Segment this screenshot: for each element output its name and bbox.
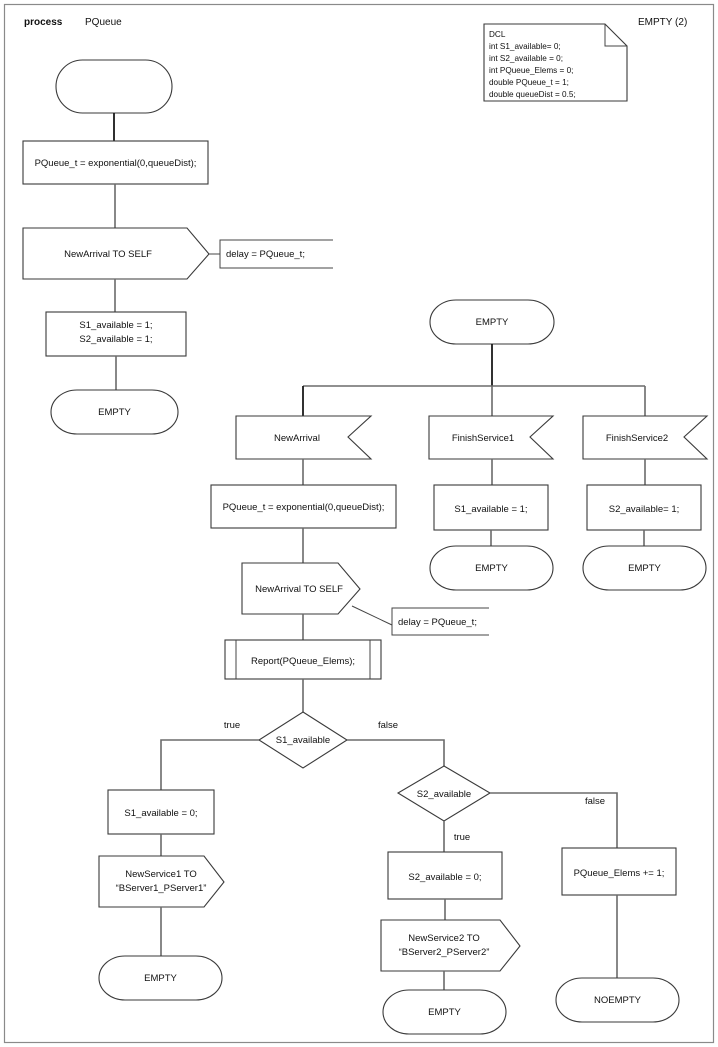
diagram-frame bbox=[3, 3, 715, 1044]
procedure-report-label: Report(PQueue_Elems); bbox=[251, 656, 355, 667]
output-newarrival-self-1: NewArrival TO SELF bbox=[22, 227, 210, 280]
input-finishservice2-label: FinishService2 bbox=[606, 433, 668, 444]
declaration-line-2: int S2_available = 0; bbox=[489, 54, 563, 63]
output-newservice1-line2: “BServer1_PServer1” bbox=[116, 883, 207, 894]
page-header-keyword: process bbox=[24, 17, 63, 28]
task-init-pqueue-t-label: PQueue_t = exponential(0,queueDist); bbox=[35, 158, 197, 169]
input-newarrival-label: NewArrival bbox=[274, 433, 320, 444]
task-init-pqueue-t: PQueue_t = exponential(0,queueDist); bbox=[22, 140, 209, 185]
state-empty-fs1: EMPTY bbox=[429, 545, 554, 591]
branch-label-s1-true: true bbox=[224, 720, 240, 731]
connector-s1-true bbox=[160, 739, 259, 790]
state-empty-main-label: EMPTY bbox=[476, 317, 509, 328]
comment-delay-2-label: delay = PQueue_t; bbox=[398, 617, 477, 628]
task-s1-zero-label: S1_available = 0; bbox=[124, 808, 197, 819]
task-s1-zero: S1_available = 0; bbox=[107, 789, 215, 835]
comment-delay-1: delay = PQueue_t; bbox=[219, 239, 333, 269]
connector-s2-false bbox=[490, 792, 618, 848]
state-empty-s1: EMPTY bbox=[98, 955, 223, 1001]
declaration-title: DCL bbox=[489, 30, 506, 39]
decision-s1-available: S1_available bbox=[257, 711, 349, 769]
input-finishservice2: FinishService2 bbox=[582, 415, 709, 460]
input-finishservice1-label: FinishService1 bbox=[452, 433, 514, 444]
state-empty-s2: EMPTY bbox=[382, 989, 507, 1035]
branch-label-s1-false: false bbox=[378, 720, 398, 731]
declaration-line-4: double PQueue_t = 1; bbox=[489, 78, 569, 87]
task-s1-avail-1-label: S1_available = 1; bbox=[454, 504, 527, 515]
branch-label-s2-true: true bbox=[454, 832, 470, 843]
comment-delay-2: delay = PQueue_t; bbox=[391, 607, 489, 636]
task-init-available-line1: S1_available = 1; bbox=[79, 320, 152, 331]
start-state bbox=[55, 59, 173, 114]
state-empty-fs2: EMPTY bbox=[582, 545, 707, 591]
state-empty-fs1-label: EMPTY bbox=[475, 563, 508, 574]
declaration-line-1: int S1_available= 0; bbox=[489, 42, 561, 51]
procedure-report: Report(PQueue_Elems); bbox=[224, 639, 382, 680]
state-noempty: NOEMPTY bbox=[555, 977, 680, 1023]
output-newservice2: NewService2 TO “BServer2_PServer2” bbox=[380, 919, 521, 972]
task-pqueue-elems-inc: PQueue_Elems += 1; bbox=[561, 847, 677, 896]
decision-s2-available-label: S2_available bbox=[417, 789, 471, 800]
input-newarrival: NewArrival bbox=[235, 415, 373, 460]
state-empty-init: EMPTY bbox=[50, 389, 179, 435]
output-newservice1: NewService1 TO “BServer1_PServer1” bbox=[98, 855, 225, 908]
decision-s1-available-label: S1_available bbox=[276, 735, 330, 746]
task-s2-zero-label: S2_available = 0; bbox=[408, 872, 481, 883]
task-pqueue-elems-inc-label: PQueue_Elems += 1; bbox=[574, 868, 665, 879]
state-empty-main: EMPTY bbox=[429, 299, 555, 345]
connector-s1-false bbox=[347, 739, 445, 766]
state-noempty-label: NOEMPTY bbox=[594, 995, 642, 1006]
input-finishservice1: FinishService1 bbox=[428, 415, 555, 460]
output-newservice2-line2: “BServer2_PServer2” bbox=[399, 947, 490, 958]
output-newarrival-self-2-label: NewArrival TO SELF bbox=[255, 584, 343, 595]
state-empty-s2-label: EMPTY bbox=[428, 1007, 461, 1018]
declaration-line-3: int PQueue_Elems = 0; bbox=[489, 66, 573, 75]
page-label: EMPTY (2) bbox=[638, 17, 687, 28]
output-newarrival-self-1-label: NewArrival TO SELF bbox=[64, 249, 152, 260]
output-newservice2-line1: NewService2 TO bbox=[408, 933, 479, 944]
branch-label-s2-false: false bbox=[585, 796, 605, 807]
task-s1-avail-1: S1_available = 1; bbox=[433, 484, 549, 531]
task-pqueue-t-2-label: PQueue_t = exponential(0,queueDist); bbox=[223, 502, 385, 513]
task-pqueue-t-2: PQueue_t = exponential(0,queueDist); bbox=[210, 484, 397, 529]
task-s2-zero: S2_available = 0; bbox=[387, 851, 503, 900]
state-empty-init-label: EMPTY bbox=[98, 407, 131, 418]
state-empty-fs2-label: EMPTY bbox=[628, 563, 661, 574]
state-empty-s1-label: EMPTY bbox=[144, 973, 177, 984]
decision-s2-available: S2_available bbox=[396, 765, 492, 822]
comment-delay-1-label: delay = PQueue_t; bbox=[226, 249, 305, 260]
output-newservice1-line1: NewService1 TO bbox=[125, 869, 196, 880]
task-init-available-line2: S2_available = 1; bbox=[79, 334, 152, 345]
task-s2-avail-1: S2_available= 1; bbox=[586, 484, 702, 531]
declaration-line-5: double queueDist = 0.5; bbox=[489, 90, 576, 99]
connector-comment-2 bbox=[351, 605, 393, 626]
output-newarrival-self-2: NewArrival TO SELF bbox=[241, 562, 361, 615]
declaration-note: DCL int S1_available= 0; int S2_availabl… bbox=[483, 23, 628, 102]
page-header-name: PQueue bbox=[85, 17, 122, 28]
task-init-available: S1_available = 1; S2_available = 1; bbox=[45, 311, 187, 357]
task-s2-avail-1-label: S2_available= 1; bbox=[609, 504, 680, 515]
